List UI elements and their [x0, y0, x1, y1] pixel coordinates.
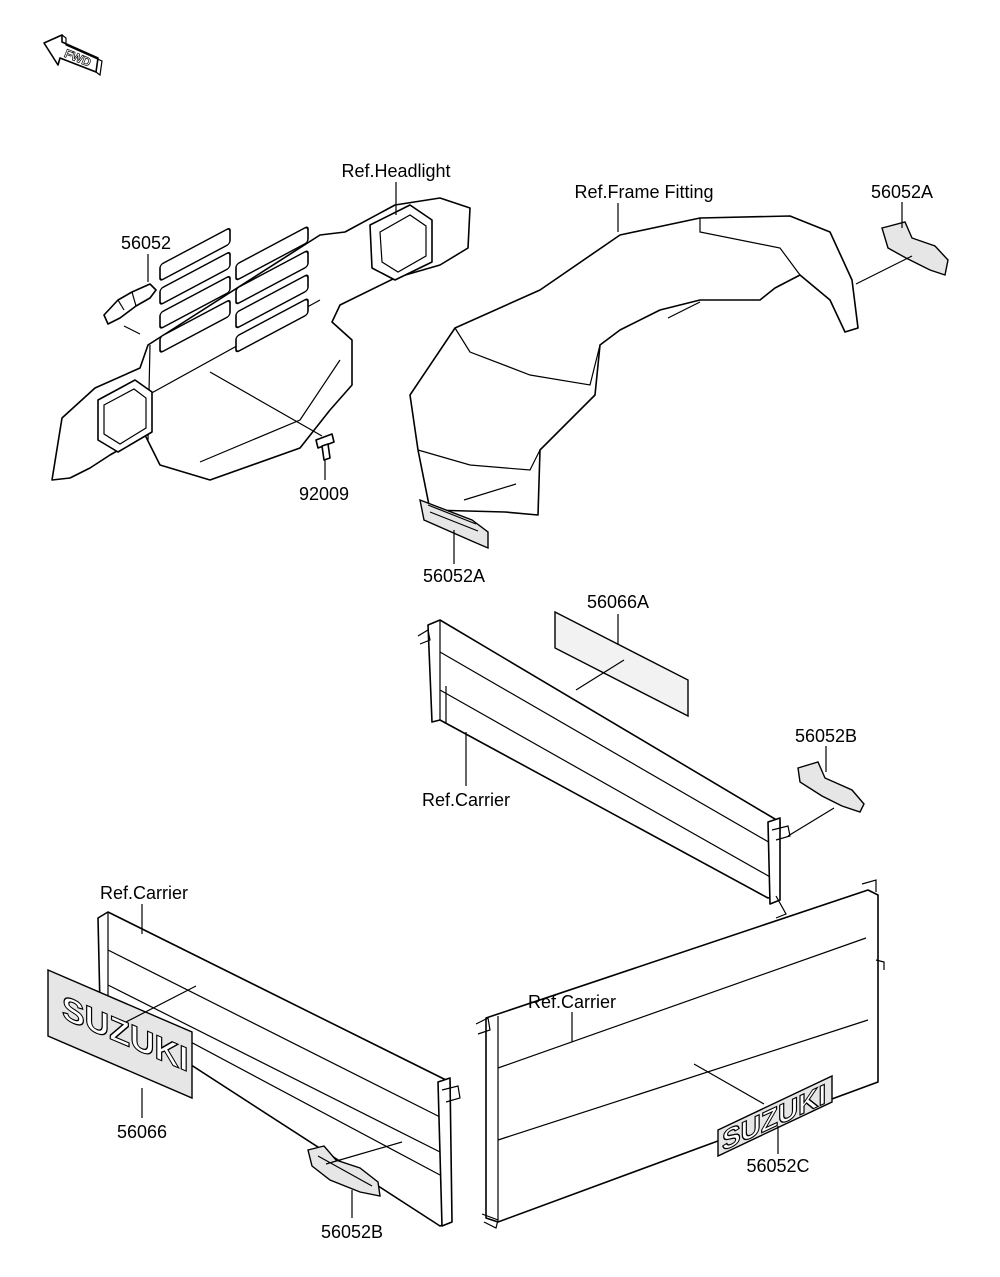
emblem-56052B-bottom-part: [307, 1145, 381, 1197]
screw-92009-part: [315, 433, 335, 461]
carrier-rear-panel-part: [417, 619, 791, 919]
front-fender-part: [409, 215, 859, 516]
callout-ref-carrier-right: Ref.Carrier: [528, 992, 616, 1012]
callout-ref-carrier-mid: Ref.Carrier: [422, 790, 510, 810]
fwd-arrow-icon: FWD: [43, 34, 103, 77]
callout-ref-carrier-left: Ref.Carrier: [100, 883, 188, 903]
callout-56052C: 56052C: [746, 1156, 809, 1176]
callout-56066: 56066: [117, 1122, 167, 1142]
callout-56052A-center: 56052A: [423, 566, 485, 586]
label-56066A-part: [554, 610, 689, 718]
callout-ref-headlight: Ref.Headlight: [341, 161, 450, 181]
emblem-56052A-right-part: [881, 221, 949, 276]
leader-lines: [123, 182, 913, 1218]
front-cowl-part: [51, 197, 471, 481]
callout-ref-frame-fitting: Ref.Frame Fitting: [574, 182, 713, 202]
callout-labels: Ref.Headlight 56052 Ref.Frame Fitting 56…: [100, 161, 933, 1242]
callout-56052: 56052: [121, 233, 171, 253]
emblem-56052B-right-part: [797, 761, 865, 813]
bracket-56052-part: [103, 283, 157, 325]
callout-56052B-right: 56052B: [795, 726, 857, 746]
callout-56066A: 56066A: [587, 592, 649, 612]
callout-56052A-right: 56052A: [871, 182, 933, 202]
fwd-label: FWD: [62, 46, 93, 69]
callout-92009: 92009: [299, 484, 349, 504]
emblem-56052A-center-part: [419, 498, 489, 550]
carrier-right-panel-part: [475, 879, 885, 1229]
callout-56052B-bottom: 56052B: [321, 1222, 383, 1242]
